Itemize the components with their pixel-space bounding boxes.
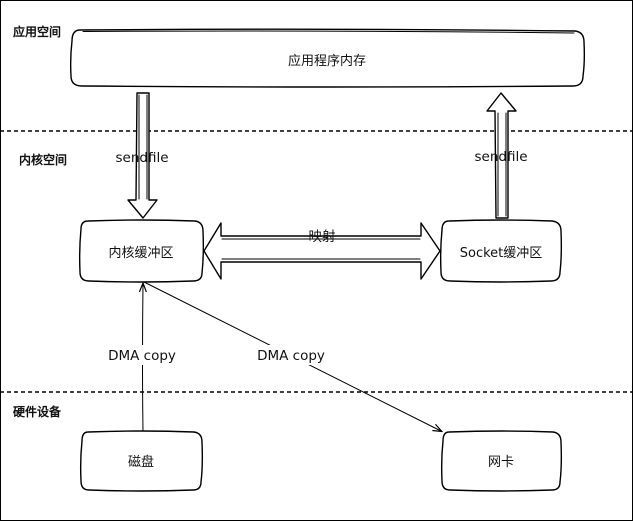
dma-nic-label: DMA copy [257, 348, 325, 364]
sendfile-up-arrow [486, 92, 517, 219]
disk-label: 磁盘 [128, 454, 154, 470]
mapping-label: 映射 [309, 229, 336, 245]
socket-buffer-box: Socket缓冲区 [439, 219, 563, 283]
dma-nic-label-bg [253, 345, 329, 365]
section-label-user-space: 应用空间 [13, 24, 61, 39]
app-memory-box: 应用程序内存 [69, 28, 586, 88]
kernel-buffer-label: 内核缓冲区 [108, 245, 173, 261]
kernel-buffer-box: 内核缓冲区 [78, 219, 205, 283]
nic-label: 网卡 [488, 455, 514, 470]
dma-disk-label: DMA copy [108, 348, 176, 364]
nic-box: 网卡 [440, 430, 563, 492]
app-memory-label: 应用程序内存 [288, 53, 366, 69]
sendfile-up-label: sendfile [474, 149, 527, 165]
section-label-hardware: 硬件设备 [13, 404, 62, 419]
disk-box: 磁盘 [79, 430, 204, 492]
mapping-arrow [203, 222, 441, 280]
socket-buffer-label: Socket缓冲区 [460, 246, 543, 261]
section-label-kernel-space: 内核空间 [19, 152, 67, 167]
sendfile-down-label: sendfile [115, 150, 168, 166]
dma-disk-label-bg [104, 345, 180, 365]
sendfile-down-arrow [127, 92, 158, 219]
